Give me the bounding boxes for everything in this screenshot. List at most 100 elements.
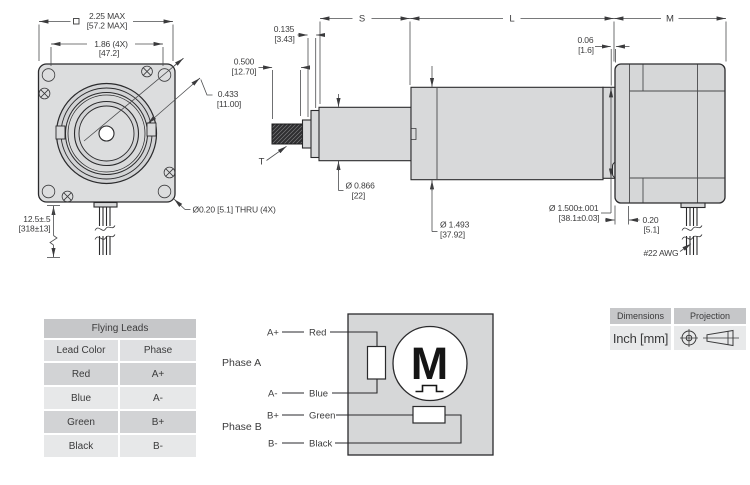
dim-text: 0.135 — [274, 24, 295, 34]
dimensions-header: Dimensions — [610, 308, 671, 324]
dim-text: 0.20 — [643, 215, 659, 225]
dim-text: [38.1±0.03] — [559, 213, 600, 223]
dimensions-value: Inch [mm] — [610, 326, 671, 350]
dim-text: Ø 1.493 — [440, 220, 470, 230]
dim-text: Ø 0.866 — [346, 181, 376, 191]
dim-hole-spacing: 1.86 (4X) [47.2] — [50, 39, 164, 66]
table-row: Blue A- — [44, 387, 196, 409]
dim-label-s: S — [359, 14, 365, 25]
wire-b-minus — [335, 414, 462, 444]
col-header-phase: Phase — [120, 340, 196, 361]
dim-lead-length: 12.5±.5 [318±13] — [19, 205, 60, 258]
dim-label-l: L — [509, 14, 514, 25]
phase-a-label: Phase A — [222, 357, 261, 369]
dim-text: 0.06 — [578, 35, 594, 45]
dim-chain-slm: S L M — [319, 14, 727, 104]
col-header-lead-color: Lead Color — [44, 340, 118, 361]
lead-color-cell: Black — [44, 435, 118, 457]
motor-body-lines — [629, 64, 725, 203]
boss-notch — [146, 122, 157, 137]
sleeve-notch — [411, 128, 417, 140]
dim-text: [22] — [352, 191, 366, 201]
step-pulse-icon — [415, 384, 444, 393]
dim-pilot-dia: Ø 1.500±.001 [38.1±0.03] — [549, 87, 614, 223]
dim-thread-callout: T — [259, 145, 287, 168]
mounting-hole — [41, 68, 56, 82]
lead-color-label: Green — [309, 411, 335, 422]
motor-symbol-circle — [392, 325, 468, 402]
lead-color-cell: Red — [44, 363, 118, 385]
lead-color-label: Blue — [309, 389, 328, 400]
phase-cell: B+ — [120, 411, 196, 433]
lead-screw-thread — [271, 123, 304, 145]
dim-text: [37.92] — [440, 230, 465, 240]
dim-sleeve-dia: Ø 1.493 [37.92] — [429, 66, 470, 240]
dim-text: [1.6] — [578, 45, 594, 55]
lead-color-cell: Green — [44, 411, 118, 433]
wiring-diagram: M A+ Red A- Blue B+ Green B- Black Phase… — [222, 313, 494, 456]
screw-icon — [38, 87, 51, 100]
terminal-label: B+ — [267, 411, 279, 422]
dim-text: [57.2 MAX] — [87, 21, 128, 31]
units-projection-box: Dimensions Projection Inch [mm] — [607, 306, 749, 352]
projection-symbol-cell — [674, 326, 746, 350]
side-view: 0.500 [12.70] 0.135 [3.43] — [232, 14, 727, 258]
dim-pilot-depth: 0.06 [1.6] — [578, 35, 630, 86]
wire-a-plus — [330, 331, 378, 347]
boss-notch — [55, 125, 66, 140]
flying-leads-title: Flying Leads — [44, 319, 196, 338]
motor-symbol-letter: M — [411, 338, 449, 389]
phase-cell: B- — [120, 435, 196, 457]
dim-text: Ø 1.500±.001 — [549, 203, 599, 213]
dim-text: [47.2] — [99, 48, 119, 58]
table-row: Black B- — [44, 435, 196, 457]
motor-body — [614, 63, 726, 204]
dim-text: 0.433 — [218, 89, 239, 99]
side-lead-wires — [680, 202, 706, 255]
table-row: Green B+ — [44, 411, 196, 433]
phase-cell: A+ — [120, 363, 196, 385]
dim-text: 0.500 — [234, 57, 255, 67]
dim-text: 12.5±.5 — [23, 214, 51, 224]
dim-label-m: M — [666, 14, 674, 25]
dim-face: 0.20 [5.1] — [605, 205, 660, 235]
mounting-hole — [41, 184, 56, 199]
dim-text: Ø0.20 [5.1] THRU (4X) — [193, 205, 276, 215]
terminal-label: A- — [268, 389, 278, 400]
dim-shaft-dia: Ø 0.866 [22] — [336, 94, 376, 201]
lead-color-label: Black — [309, 439, 332, 450]
dim-text: [318±13] — [19, 224, 51, 234]
dim-thru-holes: Ø0.20 [5.1] THRU (4X) — [173, 198, 276, 215]
screw-icon — [163, 166, 176, 179]
outer-sleeve — [410, 86, 604, 181]
dim-text: #22 AWG — [643, 248, 678, 258]
dim-wire-gauge: #22 AWG — [643, 243, 692, 258]
shaft-hole — [98, 125, 115, 142]
phase-a-winding — [366, 345, 387, 380]
dim-label-t: T — [259, 157, 265, 168]
phase-b-label: Phase B — [222, 421, 262, 433]
projection-header: Projection — [674, 308, 746, 324]
square-symbol — [73, 18, 80, 25]
dim-text: 2.25 MAX — [89, 11, 126, 21]
dim-text: [5.1] — [644, 225, 660, 235]
dim-width: 2.25 MAX [57.2 MAX] — [38, 11, 174, 61]
dim-step: 0.135 [3.43] — [274, 24, 326, 117]
dim-text: [3.43] — [274, 34, 294, 44]
shaft-lip — [310, 109, 321, 159]
phase-cell: A- — [120, 387, 196, 409]
lead-color-cell: Blue — [44, 387, 118, 409]
screw-icon — [141, 65, 153, 78]
third-angle-projection-icon — [680, 329, 739, 347]
front-boss-circles — [55, 82, 158, 185]
phase-b-winding — [412, 405, 446, 424]
mounting-hole — [157, 68, 172, 82]
mounting-hole — [157, 184, 172, 199]
front-lead-wires — [93, 201, 118, 255]
dim-text: [11.00] — [217, 99, 241, 109]
dim-text: 1.86 (4X) — [94, 39, 128, 49]
table-row: Red A+ — [44, 363, 196, 385]
dim-thread-length: 0.500 [12.70] — [232, 57, 311, 119]
diagonal-leaders — [83, 57, 213, 142]
